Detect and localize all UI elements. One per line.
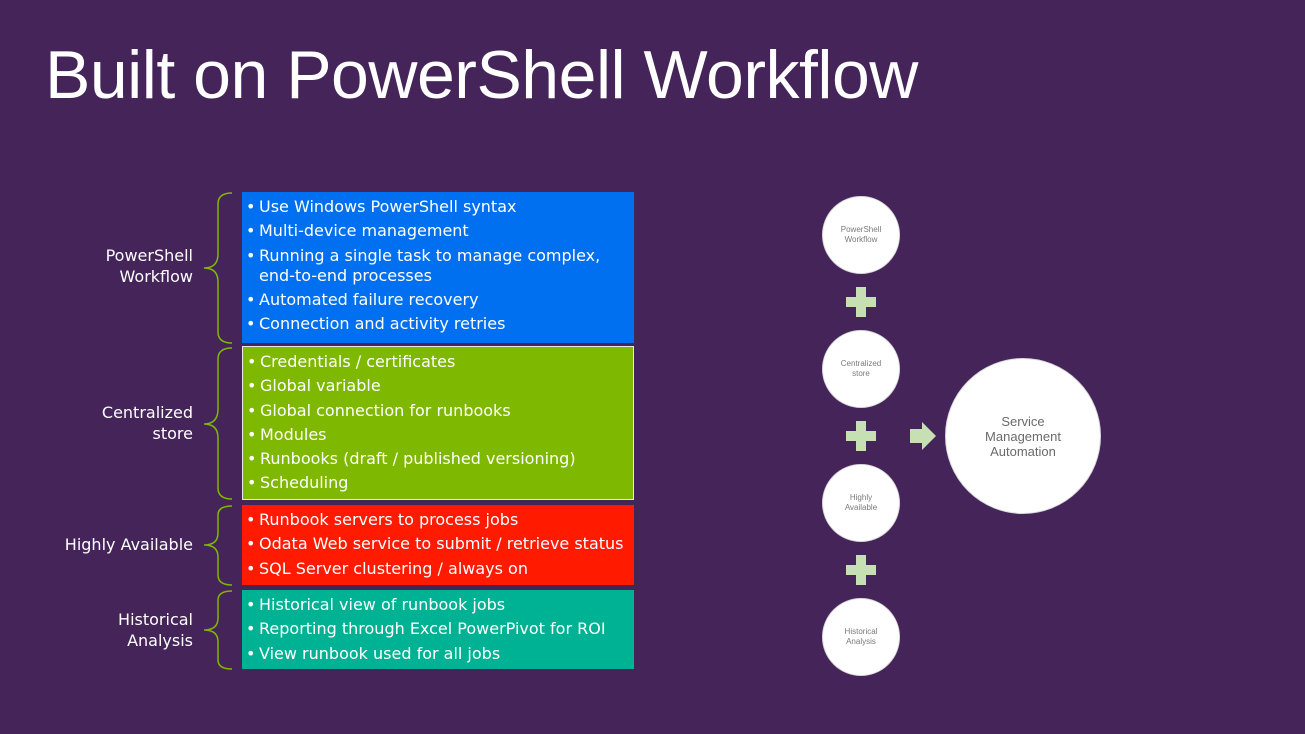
bullet-icon: •: [246, 289, 256, 309]
list-item-text: Runbooks (draft / published versioning): [260, 449, 576, 469]
label-line: Workflow: [119, 267, 193, 286]
centralized-store-box: •Credentials / certificates •Global vari…: [242, 346, 634, 500]
list-item-text: Automated failure recovery: [259, 289, 479, 309]
bullet-icon: •: [246, 314, 256, 334]
list-item: •Runbook servers to process jobs: [246, 510, 626, 530]
bullet-icon: •: [246, 619, 256, 639]
list-item-text: Use Windows PowerShell syntax: [259, 197, 517, 216]
list-item-text: SQL Server clustering / always on: [259, 558, 528, 578]
node-label: Highly Available: [844, 493, 878, 512]
list-item-text: View runbook used for all jobs: [259, 643, 501, 663]
bullet-icon: •: [246, 534, 256, 554]
label-line: Highly Available: [64, 535, 193, 554]
list-item-text: Credentials / certificates: [260, 352, 456, 371]
group-label-historical-analysis: Historical Analysis: [118, 609, 193, 651]
list-item: •Running a single task to manage complex…: [246, 246, 626, 286]
list-item: •View runbook used for all jobs: [246, 644, 626, 664]
label-line: store: [152, 424, 193, 443]
brace-icon: [203, 347, 233, 500]
list-item: •Multi-device management: [246, 221, 626, 241]
node-service-management-automation: Service Management Automation: [945, 358, 1101, 514]
bullet-icon: •: [246, 221, 256, 241]
bullet-icon: •: [246, 510, 256, 529]
list-item-text: Modules: [260, 424, 327, 444]
bullet-icon: •: [246, 595, 256, 614]
list-item: •Connection and activity retries: [246, 314, 626, 334]
node-label: Historical Analysis: [844, 627, 878, 646]
result-label: Service Management Automation: [985, 413, 1061, 459]
bullet-icon: •: [247, 424, 257, 444]
bullet-icon: •: [246, 245, 256, 265]
list-item: •Modules: [247, 425, 625, 445]
node-historical-analysis: Historical Analysis: [822, 598, 900, 676]
bullet-icon: •: [247, 352, 257, 371]
group-label-highly-available: Highly Available: [65, 534, 193, 555]
label-line: PowerShell: [105, 246, 193, 265]
list-item-text: Runbook servers to process jobs: [259, 510, 519, 529]
node-centralized-store: Centralized store: [822, 330, 900, 408]
bullet-icon: •: [247, 400, 257, 420]
list-item-text: Historical view of runbook jobs: [259, 595, 506, 614]
list-item-text: Scheduling: [260, 473, 349, 493]
label-line: Analysis: [127, 631, 193, 650]
brace-icon: [203, 590, 233, 670]
plus-icon: [846, 421, 876, 451]
list-item: •Use Windows PowerShell syntax: [246, 197, 626, 217]
group-label-powershell-workflow: PowerShell Workflow: [106, 245, 193, 287]
bullet-icon: •: [246, 643, 256, 663]
node-highly-available: Highly Available: [822, 464, 900, 542]
list-item-text: Reporting through Excel PowerPivot for R…: [259, 619, 606, 639]
list-item-text: Global connection for runbooks: [260, 400, 511, 420]
list-item: •Odata Web service to submit / retrieve …: [246, 534, 626, 554]
node-powershell-workflow: PowerShell Workflow: [822, 196, 900, 274]
arrow-right-icon: [910, 422, 936, 450]
powershell-workflow-box: •Use Windows PowerShell syntax •Multi-de…: [242, 192, 634, 343]
list-item: •SQL Server clustering / always on: [246, 559, 626, 579]
list-item: •Credentials / certificates: [247, 352, 625, 372]
label-line: Historical: [118, 610, 193, 629]
list-item-text: Running a single task to manage complex,…: [259, 245, 601, 285]
label-line: Centralized: [101, 403, 193, 422]
bullet-icon: •: [246, 558, 256, 578]
bullet-icon: •: [246, 197, 256, 216]
list-item: •Automated failure recovery: [246, 290, 626, 310]
group-label-centralized-store: Centralized store: [102, 402, 193, 444]
list-item: •Global connection for runbooks: [247, 401, 625, 421]
list-item-text: Connection and activity retries: [259, 314, 506, 334]
list-item: •Global variable: [247, 376, 625, 396]
list-item: •Reporting through Excel PowerPivot for …: [246, 619, 626, 639]
bullet-icon: •: [247, 376, 257, 396]
bullet-icon: •: [247, 473, 257, 493]
node-label: Centralized store: [840, 359, 882, 378]
list-item-text: Odata Web service to submit / retrieve s…: [259, 534, 624, 554]
slide-title: Built on PowerShell Workflow: [45, 37, 918, 113]
list-item: •Runbooks (draft / published versioning): [247, 449, 625, 469]
list-item: •Scheduling: [247, 473, 625, 493]
bullet-icon: •: [247, 449, 257, 469]
brace-icon: [203, 505, 233, 586]
list-item-text: Global variable: [260, 376, 381, 396]
node-label: PowerShell Workflow: [840, 225, 882, 244]
historical-analysis-box: •Historical view of runbook jobs •Report…: [242, 590, 634, 669]
plus-icon: [846, 287, 876, 317]
plus-icon: [846, 555, 876, 585]
highly-available-box: •Runbook servers to process jobs •Odata …: [242, 505, 634, 585]
list-item-text: Multi-device management: [259, 221, 469, 241]
brace-icon: [203, 192, 233, 344]
list-item: •Historical view of runbook jobs: [246, 595, 626, 615]
